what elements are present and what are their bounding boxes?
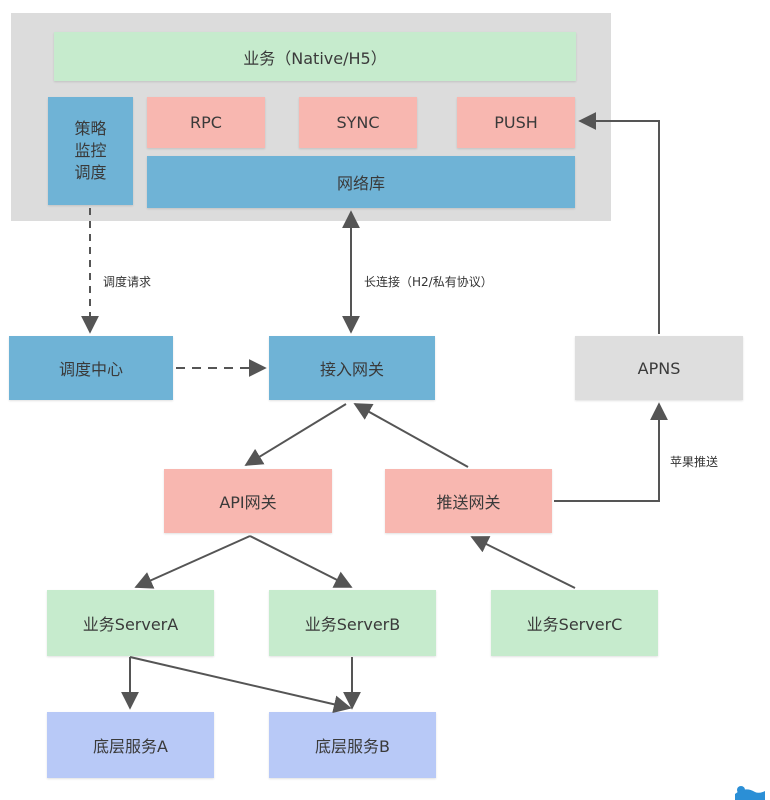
- service-b-box: 底层服务B: [269, 712, 436, 778]
- apns-box: APNS: [575, 336, 743, 400]
- sync-box: SYNC: [299, 97, 417, 148]
- schedule-center-label: 调度中心: [58, 360, 123, 379]
- server-c-box: 业务ServerC: [491, 590, 658, 656]
- api-gateway-box: API网关: [164, 469, 332, 533]
- server-c-to-push-gateway-arrow: [470, 536, 576, 589]
- service-a-label: 底层服务A: [93, 737, 168, 756]
- bird-logo-icon: [735, 786, 765, 800]
- server-b-box: 业务ServerB: [269, 590, 436, 656]
- service-a-box: 底层服务A: [47, 712, 214, 778]
- schedule-label: 调度: [74, 163, 107, 182]
- push-gateway-label: 推送网关: [436, 493, 501, 512]
- push-gateway-box: 推送网关: [385, 469, 552, 533]
- server-b-label: 业务ServerB: [304, 615, 401, 634]
- api-to-server-b-arrow: [249, 535, 353, 588]
- gateway-to-api-arrow: [244, 403, 347, 466]
- schedule-request-label: 调度请求: [103, 275, 152, 289]
- strategy-label: 策略: [74, 119, 107, 138]
- long-connection-label: 长连接（H2/私有协议）: [364, 275, 493, 289]
- apns-label: APNS: [637, 358, 681, 378]
- strategy-monitor-schedule-box: 策略 监控 调度: [48, 97, 133, 205]
- rpc-box: RPC: [147, 97, 265, 148]
- sync-label: SYNC: [336, 113, 380, 132]
- service-b-label: 底层服务B: [315, 737, 390, 756]
- push-box: PUSH: [457, 97, 575, 148]
- api-gateway-label: API网关: [219, 493, 277, 512]
- api-to-server-a-arrow: [134, 535, 251, 589]
- business-layer-box: 业务（Native/H5）: [54, 32, 576, 81]
- apns-to-push-arrow: [578, 112, 660, 334]
- business-layer-label: 业务（Native/H5）: [243, 48, 387, 68]
- network-library-box: 网络库: [147, 156, 575, 208]
- network-library-label: 网络库: [336, 174, 385, 193]
- server-a-label: 业务ServerA: [82, 615, 179, 634]
- server-c-label: 业务ServerC: [526, 615, 623, 634]
- push-label: PUSH: [494, 113, 538, 132]
- access-gateway-box: 接入网关: [269, 336, 435, 400]
- schedule-center-box: 调度中心: [9, 336, 173, 400]
- server-a-box: 业务ServerA: [47, 590, 214, 656]
- push-gateway-to-apns-arrow: [554, 402, 668, 502]
- server-a-to-service-b-arrow: [129, 656, 352, 714]
- push-gateway-to-access-arrow: [353, 403, 469, 468]
- apple-push-label: 苹果推送: [670, 455, 719, 469]
- rpc-label: RPC: [190, 113, 222, 132]
- monitor-label: 监控: [74, 141, 107, 160]
- access-gateway-label: 接入网关: [319, 360, 384, 379]
